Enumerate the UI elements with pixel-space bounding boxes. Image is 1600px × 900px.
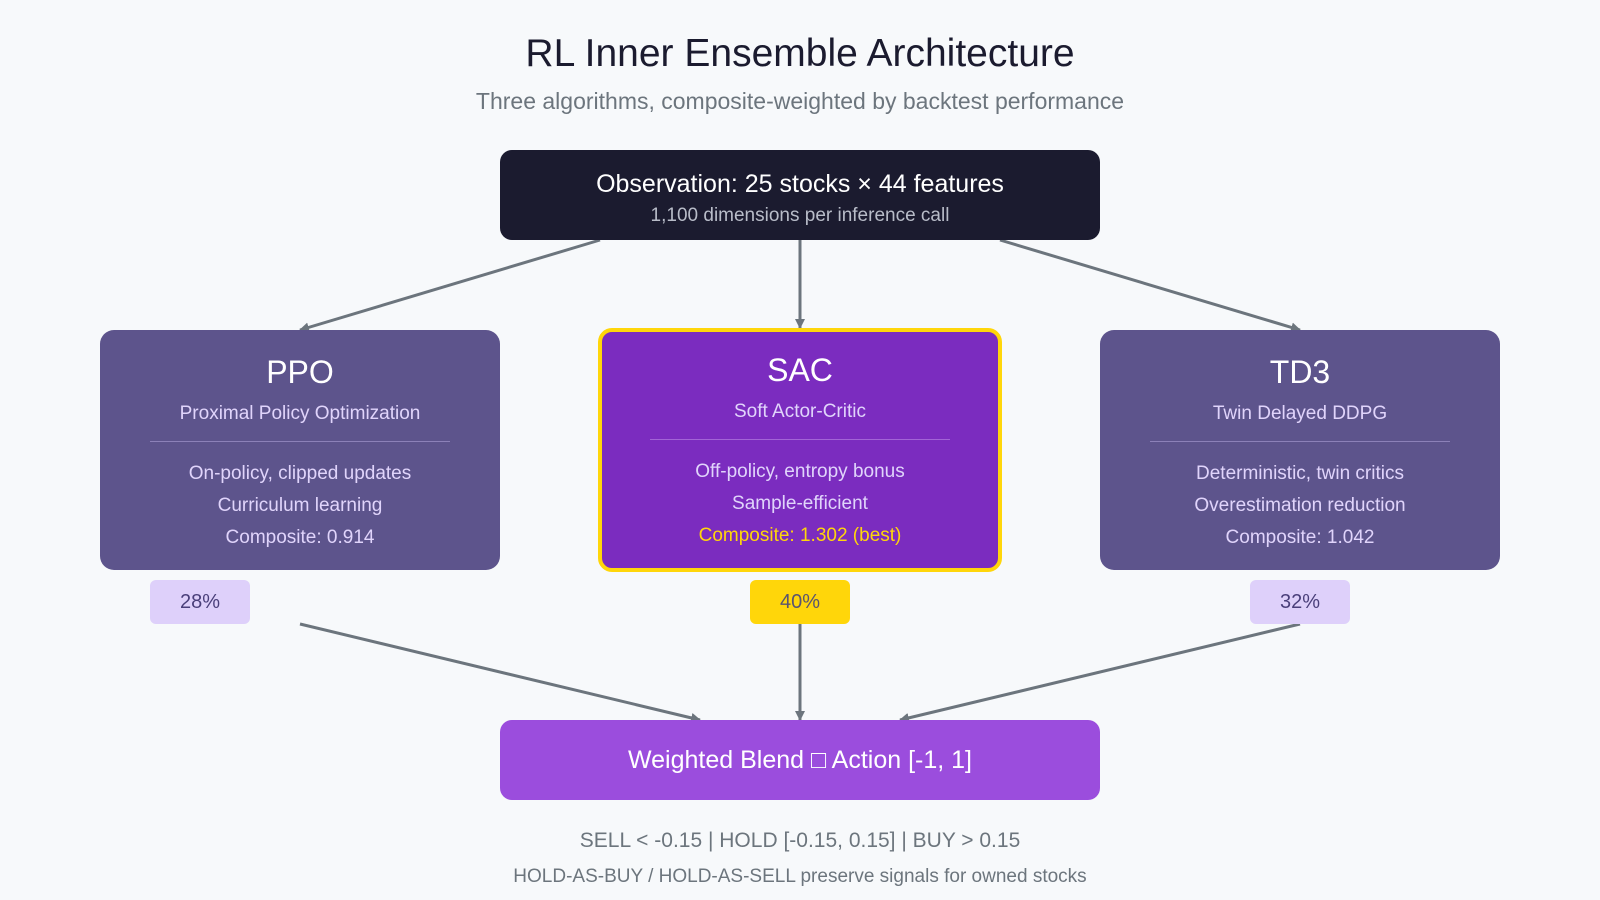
weight-badge-ppo: 28% — [150, 580, 250, 624]
algorithm-trait: Sample-efficient — [732, 493, 868, 514]
algorithm-node-ppo: PPO Proximal Policy Optimization On-poli… — [100, 330, 500, 570]
algorithm-trait: Off-policy, entropy bonus — [695, 461, 905, 482]
algorithm-name: TD3 — [1269, 354, 1331, 390]
divider — [1150, 441, 1450, 442]
algorithm-name: SAC — [767, 352, 833, 388]
observation-title: Observation: 25 stocks × 44 features — [596, 170, 1004, 198]
arrow-td3-to-blend — [899, 622, 1301, 723]
divider — [150, 441, 450, 442]
arrow-ppo-to-blend — [299, 622, 701, 723]
observation-subtitle: 1,100 dimensions per inference call — [650, 205, 950, 226]
arrow-obs-to-td3 — [999, 238, 1301, 333]
algorithm-trait: Curriculum learning — [217, 495, 383, 516]
weight-badge-td3: 32% — [1250, 580, 1350, 624]
algorithm-node-sac: SAC Soft Actor-Critic Off-policy, entrop… — [598, 328, 1002, 572]
arrow-obs-to-ppo — [299, 238, 601, 333]
observation-node: Observation: 25 stocks × 44 features 1,1… — [500, 150, 1100, 240]
algorithm-composite: Composite: 0.914 — [225, 527, 375, 548]
algorithm-trait: Deterministic, twin critics — [1196, 463, 1404, 484]
algorithm-composite-best: Composite: 1.302 (best) — [698, 525, 902, 546]
algorithm-composite: Composite: 1.042 — [1225, 527, 1375, 548]
algorithm-full-name: Soft Actor-Critic — [734, 401, 866, 422]
algorithm-full-name: Twin Delayed DDPG — [1212, 403, 1388, 424]
algorithm-full-name: Proximal Policy Optimization — [179, 403, 421, 424]
algorithm-name: PPO — [266, 354, 334, 390]
weighted-blend-node: Weighted Blend □ Action [-1, 1] — [500, 720, 1100, 800]
hold-signal-note: HOLD-AS-BUY / HOLD-AS-SELL preserve sign… — [513, 866, 1087, 887]
divider — [650, 439, 950, 440]
algorithm-node-td3: TD3 Twin Delayed DDPG Deterministic, twi… — [1100, 330, 1500, 570]
weight-badge-sac: 40% — [750, 580, 850, 624]
algorithm-trait: On-policy, clipped updates — [188, 463, 412, 484]
diagram-title: RL Inner Ensemble Architecture — [525, 32, 1075, 75]
algorithm-trait: Overestimation reduction — [1194, 495, 1406, 516]
diagram-subtitle: Three algorithms, composite-weighted by … — [475, 88, 1125, 114]
action-thresholds: SELL < -0.15 | HOLD [-0.15, 0.15] | BUY … — [579, 829, 1021, 852]
